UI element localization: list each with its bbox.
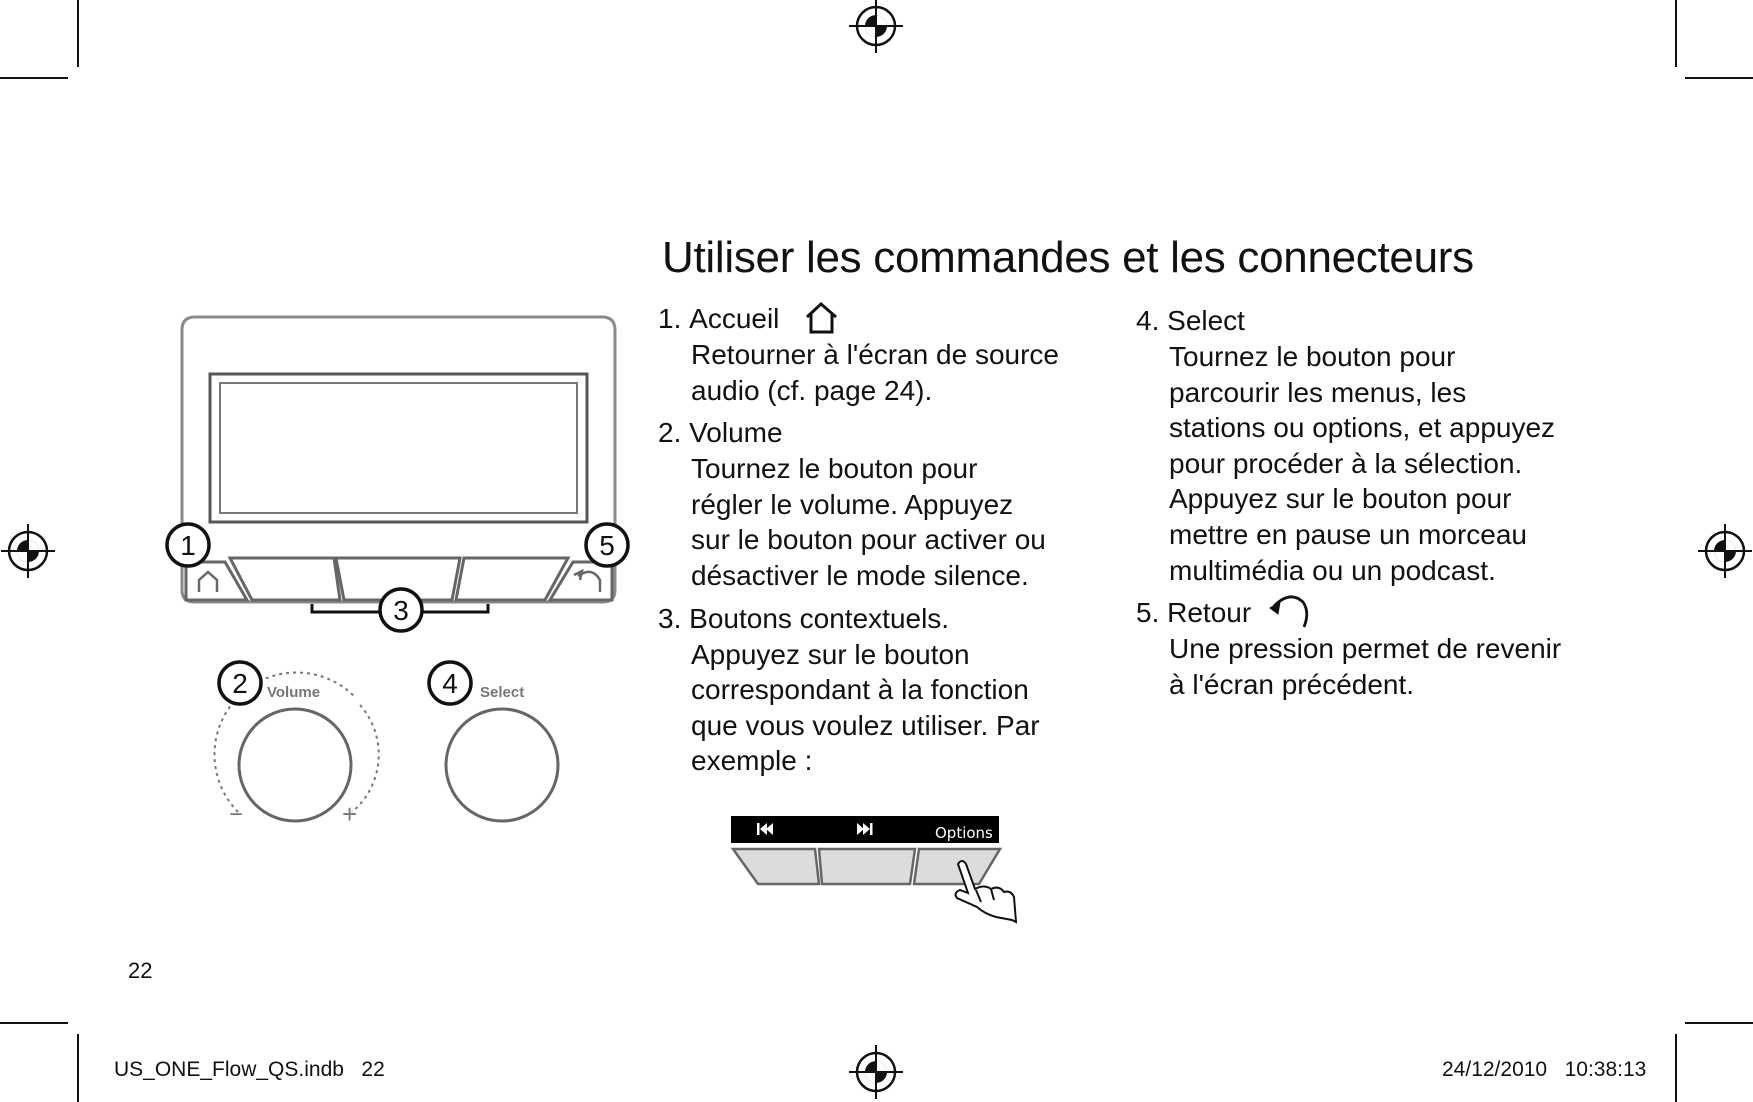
instruction-line: pour procéder à la sélection. (1169, 447, 1523, 479)
instruction-body: Tournez le bouton pour régler le volume.… (658, 451, 1098, 593)
volume-minus-label: − (229, 801, 243, 828)
callout-5-number: 5 (599, 530, 615, 561)
instruction-number: 5. (1136, 597, 1160, 629)
instruction-number: 1. (658, 303, 682, 335)
back-key (547, 560, 614, 602)
registration-mark-right (1698, 524, 1752, 578)
instruction-line: correspondant à la fonction (691, 674, 1029, 706)
instruction-heading: 4. Select (1136, 303, 1606, 339)
example-key-2 (817, 847, 917, 886)
options-label: Options (935, 824, 993, 842)
instruction-heading: 3. Boutons contextuels. (658, 601, 1098, 637)
instruction-line: que vous voulez utiliser. Par (691, 709, 1040, 741)
context-keys-example: Options (730, 816, 1018, 924)
instruction-body: Retourner à l'écran de source audio (cf.… (658, 337, 1098, 408)
instruction-heading: 2. Volume (658, 415, 1098, 451)
instruction-title: Select (1167, 305, 1245, 337)
instruction-line: régler le volume. Appuyez (691, 488, 1014, 520)
instruction-number: 4. (1136, 305, 1160, 337)
back-icon (1269, 595, 1309, 628)
instruction-line: Retourner à l'écran de source (691, 339, 1059, 370)
select-knob (444, 707, 560, 823)
instruction-title: Volume (689, 417, 783, 449)
instruction-item-accueil: 1. Accueil Retourner à l'écran de source… (658, 301, 1098, 408)
device-screen-inner (219, 382, 578, 514)
instruction-heading: 5. Retour (1136, 595, 1606, 631)
instruction-line: multimédia ou un podcast. (1169, 554, 1496, 586)
instruction-item-volume: 2. Volume Tournez le bouton pour régler … (658, 415, 1098, 593)
instruction-number: 3. (658, 602, 682, 634)
home-key (184, 560, 250, 602)
registration-mark-bottom (849, 1045, 903, 1099)
instructions-column-left: 1. Accueil Retourner à l'écran de source… (658, 301, 1098, 786)
instruction-body: Tournez le bouton pour parcourir les men… (1136, 339, 1606, 588)
instruction-line: Tournez le bouton pour (1169, 341, 1456, 372)
callout-1-number: 1 (180, 530, 196, 561)
instruction-item-retour: 5. Retour Une pression permet de revenir… (1136, 595, 1606, 702)
slug-file-name: US_ONE_Flow_QS.indb 22 (114, 1058, 385, 1081)
instructions-column-right: 4. Select Tournez le bouton pour parcour… (1136, 303, 1606, 709)
instruction-title: Boutons contextuels. (689, 602, 950, 634)
select-label: Select (480, 684, 524, 701)
instruction-line: Appuyez sur le bouton (691, 638, 970, 670)
example-key-1 (730, 847, 821, 886)
context-key-1 (227, 556, 342, 602)
callout-4-number: 4 (442, 668, 458, 699)
callout-2 (217, 660, 263, 706)
registration-mark-top (849, 0, 903, 53)
previous-track-icon (757, 823, 773, 835)
instruction-line: Appuyez sur le bouton pour (1169, 483, 1512, 515)
instruction-title: Retour (1167, 597, 1252, 629)
slug-timestamp: 24/12/2010 10:38:13 (1442, 1058, 1647, 1081)
callout-1 (165, 522, 211, 568)
instruction-line: Tournez le bouton pour (691, 453, 978, 485)
callout-3 (378, 587, 424, 633)
page-title: Utiliser les commandes et les connecteur… (662, 233, 1474, 282)
instruction-line: stations ou options, et appuyez (1169, 412, 1556, 444)
device-screen-outer (208, 372, 589, 524)
home-icon (805, 301, 837, 334)
page-number: 22 (128, 958, 153, 983)
callout-3-number: 3 (393, 595, 409, 626)
instruction-item-select: 4. Select Tournez le bouton pour parcour… (1136, 303, 1606, 588)
instruction-heading: 1. Accueil (658, 301, 1098, 337)
device-illustration: 1 5 3 2 4 Volume Select − + (165, 315, 630, 829)
context-key-3 (454, 556, 571, 602)
instruction-body: Une pression permet de revenir à l'écran… (1136, 631, 1606, 702)
instruction-title: Accueil (689, 303, 780, 335)
instruction-line: mettre en pause un morceau (1169, 518, 1527, 550)
instruction-body: Appuyez sur le bouton correspondant à la… (658, 637, 1098, 779)
callout-5 (584, 522, 630, 568)
pointing-hand-icon (954, 860, 1018, 924)
instruction-line: sur le bouton pour activer ou (691, 524, 1046, 556)
callout-4 (427, 660, 473, 706)
instruction-line: désactiver le mode silence. (691, 559, 1029, 591)
example-key-3 (912, 847, 1003, 886)
instruction-line: exemple : (691, 745, 813, 777)
home-key-icon (197, 570, 219, 592)
back-key-icon (573, 568, 602, 592)
volume-plus-label: + (342, 799, 357, 829)
next-track-icon (857, 823, 873, 835)
volume-scale-arc-right (351, 704, 380, 813)
volume-knob (237, 707, 353, 823)
instruction-line: parcourir les menus, les (1169, 376, 1467, 408)
instruction-item-boutons-contextuels: 3. Boutons contextuels. Appuyez sur le b… (658, 601, 1098, 779)
instruction-line: Une pression permet de revenir (1169, 633, 1562, 665)
instruction-number: 2. (658, 417, 682, 449)
instruction-line: à l'écran précédent. (1169, 668, 1415, 700)
registration-mark-left (1, 524, 55, 578)
context-key-2 (334, 556, 462, 602)
volume-label: Volume (267, 684, 320, 701)
callout-2-number: 2 (232, 668, 248, 699)
instruction-line: audio (cf. page 24). (691, 374, 933, 406)
